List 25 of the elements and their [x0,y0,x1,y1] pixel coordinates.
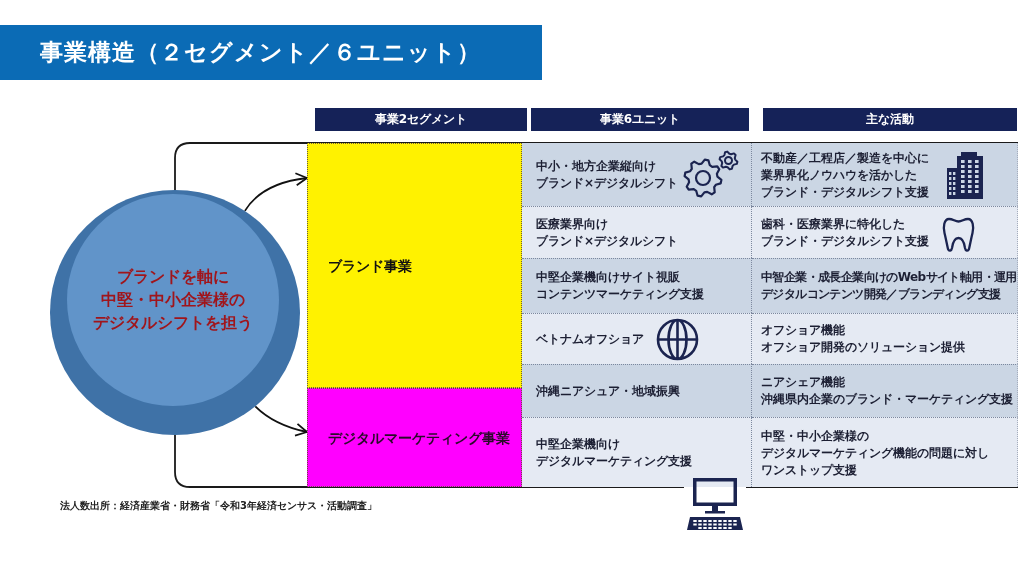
cell-text: ベトナムオフショア [536,330,644,348]
segment-box [307,388,522,487]
node-text: ブランドを軸に中堅・中小企業様のデジタルシフトを担う [93,266,253,334]
cell-text: 医療業界向けブランド×デジタルシフト [536,215,679,250]
arrow [254,405,308,437]
cell-text: 歯科・医療業界に特化したブランド・デジタルシフト支援 [761,215,929,250]
title-banner: 事業構造（２セグメント／６ユニット） [0,25,542,80]
column-header: 事業2セグメント [315,108,527,131]
source-note: 法人数出所：経済産業省・財務省「令和3年経済センサス・活動調査」 [60,499,377,513]
arrow [244,172,308,212]
segment-box [307,143,522,388]
cell-text: 中智企業・成長企業向けのWebサイト軸用・運用デジタルコンテンツ開発／ブランディング支援 [761,269,1017,303]
cell-text: 中堅企業機向けサイト視販コンテンツマーケティング支援 [536,269,704,303]
cell-text: ニアシェア機能沖縄県内企業のブランド・マーケティング支援 [761,374,1013,408]
cell-text: 沖縄ニアシュア・地域振興 [536,382,680,400]
column-header: 事業6ユニット [531,108,749,131]
cell-text: 中堅・中小企業様のデジタルマーケティング機能の問題に対しワンストップ支援 [761,427,989,478]
cell-text: 中堅企業機向けデジタルマーケティング支援 [536,435,692,470]
cell-text: オフショア機能オフショア開発のソリューション提供 [761,322,965,356]
node-text: デジタルマーケティング事業 [328,428,510,448]
cell-text: 中小・地方企業縦向けブランド×デジタルシフト [536,157,679,192]
circle-node [50,190,300,435]
cell-text: 不動産／工程店／製造を中心に業界界化ノウハウを活かしたブランド・デジタルシフト支援 [761,149,929,200]
node-text: ブランド事業 [328,256,412,276]
column-header: 主な活動 [763,108,1017,131]
